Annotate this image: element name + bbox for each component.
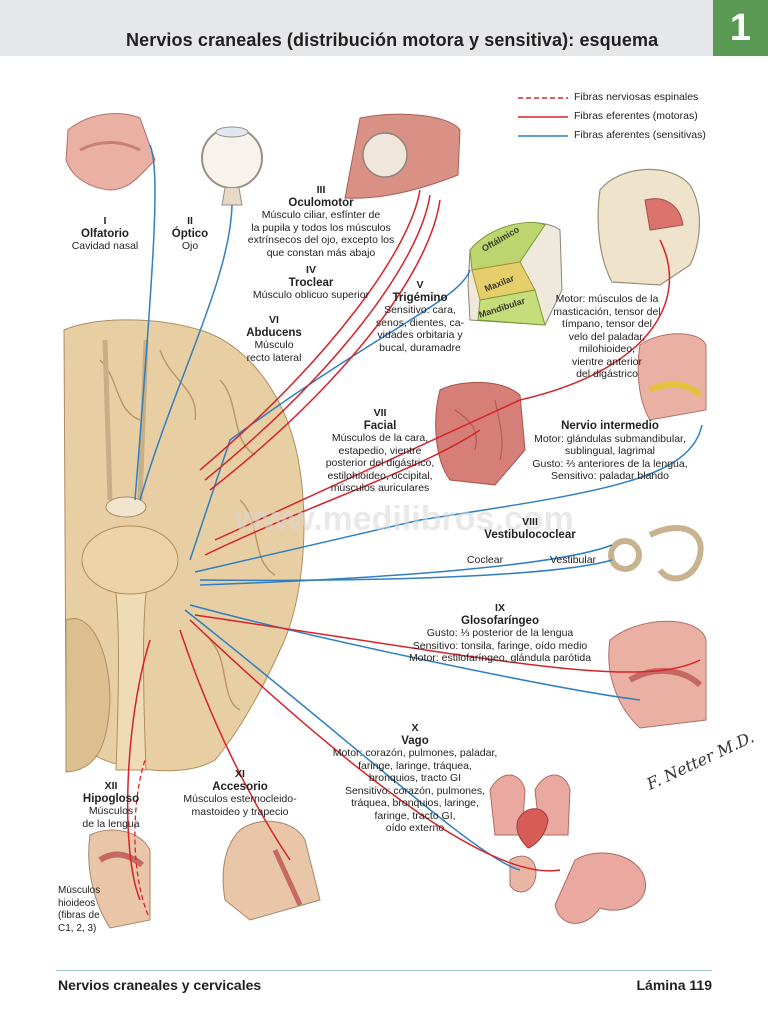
label-accessory: XI Accesorio Músculos esternocleido- mas… bbox=[183, 768, 297, 818]
label-vestibulocochlear: VIII Vestibulococlear bbox=[484, 516, 576, 541]
label-facial: VII Facial Músculos de la cara, estapedi… bbox=[325, 407, 435, 494]
stomach-intestines bbox=[554, 852, 646, 924]
label-vestibular-branch: Vestibular bbox=[549, 554, 597, 566]
tongue-illustration bbox=[608, 620, 707, 729]
ophthalmic-region bbox=[469, 222, 546, 271]
optic-chiasm bbox=[105, 496, 147, 518]
label-cochlear-branch: Coclear bbox=[466, 554, 504, 566]
watermark: www.medilibros.com bbox=[235, 500, 574, 538]
brain-gyri bbox=[99, 349, 276, 711]
footer-divider bbox=[56, 970, 712, 971]
neck-illustration bbox=[222, 820, 321, 921]
sensory-fibres bbox=[134, 144, 703, 871]
lungs bbox=[489, 774, 571, 836]
label-optic: II Óptico Ojo bbox=[171, 215, 209, 252]
footer-section-title: Nervios craneales y cervicales bbox=[58, 977, 262, 993]
skull-illustration bbox=[597, 168, 700, 286]
footer-plate-number: Lámina 119 bbox=[636, 977, 713, 993]
brain-illustration bbox=[63, 319, 305, 773]
label-glossopharyngeal: IX Glosofaríngeo Gusto: ⅓ posterior de l… bbox=[408, 602, 592, 664]
label-hyoid-muscles: Músculos hioideos (fibras de C1, 2, 3) bbox=[58, 885, 101, 934]
legend-spinal-label: Fibras nerviosas espinales bbox=[574, 91, 699, 103]
nasal-cavity-illustration bbox=[65, 113, 156, 191]
label-intermediate: Nervio intermedio Motor: glándulas subma… bbox=[532, 420, 688, 482]
pons bbox=[81, 525, 179, 595]
label-trigeminal-motor: Motor: músculos de la masticación, tenso… bbox=[553, 293, 661, 380]
label-olfactory: I Olfatorio Cavidad nasal bbox=[71, 215, 139, 252]
palate-illustration bbox=[637, 333, 707, 421]
label-trochlear: IV Troclear Músculo oblicuo superior bbox=[252, 264, 370, 301]
artist-signature: F. Netter M.D. bbox=[643, 727, 757, 794]
face-dermatome-illustration bbox=[467, 222, 563, 326]
motor-fibres bbox=[126, 189, 701, 901]
page-title: Nervios craneales (distribución motora y… bbox=[126, 30, 659, 50]
legend-sensory-label: Fibras aferentes (sensitivas) bbox=[574, 129, 706, 141]
spinal-fibres bbox=[134, 759, 149, 916]
orbit-illustration bbox=[344, 113, 461, 199]
chapter-badge: 1 bbox=[713, 0, 768, 56]
page-header: Nervios craneales (distribución motora y… bbox=[0, 0, 768, 56]
hypoglossal-illustration bbox=[88, 829, 151, 929]
label-abducens: VI Abducens Músculo recto lateral bbox=[246, 314, 302, 364]
inner-ear-illustration bbox=[608, 524, 704, 582]
brain-cerebellum bbox=[65, 617, 111, 773]
label-vagus: X Vago Motor: corazón, pulmones, paladar… bbox=[332, 722, 498, 834]
heart bbox=[516, 808, 549, 849]
label-trigeminal: V Trigémino Sensitivo: cara, senos, dien… bbox=[375, 279, 465, 354]
label-oculomotor: III Oculomotor Músculo ciliar, esfínter … bbox=[247, 184, 395, 259]
mandibular-region bbox=[477, 289, 546, 326]
legend-motor-label: Fibras eferentes (motoras) bbox=[574, 110, 698, 122]
label-hypoglossal: XII Hipogloso Músculos de la lengua bbox=[82, 780, 140, 830]
viscera-illustration bbox=[489, 774, 646, 924]
eye-illustration bbox=[201, 126, 263, 206]
external-ear bbox=[509, 855, 537, 893]
